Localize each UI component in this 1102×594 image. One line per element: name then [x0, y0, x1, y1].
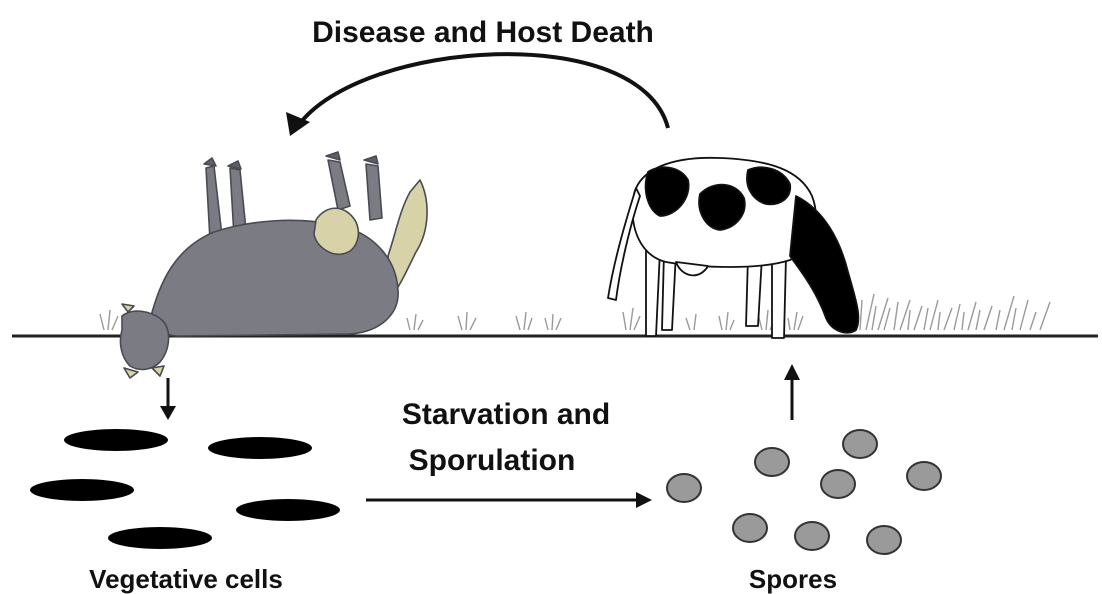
disease-arrow [298, 54, 668, 128]
spore [755, 448, 789, 476]
vegetative-cell [108, 527, 212, 549]
up-arrowhead [784, 364, 800, 380]
spore [843, 430, 877, 458]
vegetative-cells [30, 429, 340, 549]
down-arrowhead [160, 406, 176, 420]
vegetative-cell [30, 479, 134, 501]
spore [821, 470, 855, 498]
vegetative-cells-label: Vegetative cells [89, 564, 283, 594]
spores [667, 430, 941, 554]
process-label-line2: Sporulation [409, 444, 576, 477]
spores-label: Spores [749, 564, 837, 594]
process-label-line1: Starvation and [402, 398, 610, 431]
vegetative-cell [236, 499, 340, 521]
spore [667, 474, 701, 502]
spore [733, 514, 767, 542]
title-label: Disease and Host Death [312, 16, 654, 49]
sporulation-arrowhead [636, 492, 652, 508]
spore [795, 522, 829, 550]
spore [867, 526, 901, 554]
vegetative-cell [64, 429, 168, 451]
spore [907, 462, 941, 490]
dead-cow-icon [120, 152, 427, 378]
grazing-cow-icon [608, 158, 858, 338]
vegetative-cell [208, 437, 312, 459]
